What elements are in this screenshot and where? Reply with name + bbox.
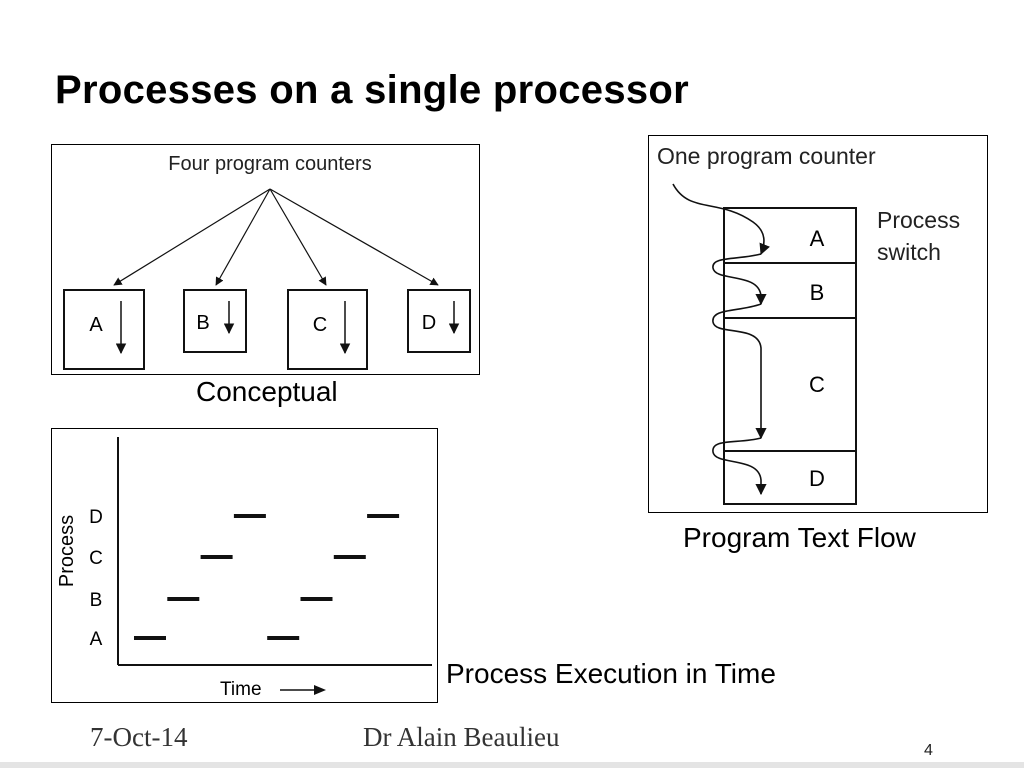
process-label: C	[313, 314, 327, 336]
pc-arrow-d	[269, 188, 439, 286]
y-tick-label-b: B	[90, 590, 103, 611]
process-switch-label: switch	[877, 239, 941, 265]
conceptual-caption: Conceptual	[196, 376, 338, 407]
program-text-flow-diagram: One program counter Process switch A B C…	[648, 135, 988, 513]
process-switch-label: Process	[877, 207, 960, 233]
execution-bars	[134, 514, 400, 640]
conceptual-svg: Four program counters A B C D	[63, 153, 471, 370]
flow-arrow-b	[712, 253, 767, 306]
process-label: A	[89, 314, 103, 336]
pc-arrow-a	[113, 188, 271, 286]
program-counters-header: Four program counters	[168, 153, 371, 175]
program-text-flow-caption: Program Text Flow	[683, 522, 916, 553]
process-label: D	[422, 312, 436, 334]
segment-label-c: C	[809, 372, 825, 397]
flow-arrow-a	[672, 183, 770, 256]
slide-title: Processes on a single processor	[55, 68, 690, 112]
program-flow-svg: One program counter Process switch A B C…	[657, 143, 960, 505]
segment-label-d: D	[809, 466, 825, 491]
pc-arrow-c	[269, 188, 327, 286]
y-tick-label-d: D	[89, 507, 103, 528]
flow-arrow-d	[712, 437, 767, 496]
y-axis-label: Process	[56, 515, 78, 587]
process-label: B	[196, 312, 209, 334]
segment-label-a: A	[810, 226, 825, 251]
page-number: 4	[924, 742, 933, 759]
y-tick-label-a: A	[90, 629, 103, 650]
program-counter-header: One program counter	[657, 143, 876, 169]
y-tick-label-c: C	[89, 548, 103, 569]
process-box-c: C	[287, 289, 368, 370]
footer-band	[0, 762, 1024, 768]
footer-date: 7-Oct-14	[90, 722, 188, 752]
program-counter-path	[672, 183, 770, 496]
program-text-blocks: A B C D	[723, 207, 857, 505]
flow-arrow-c	[712, 303, 767, 440]
process-box-b: B	[183, 289, 247, 353]
execution-chart-caption: Process Execution in Time	[446, 658, 776, 689]
time-arrow-icon	[280, 685, 326, 695]
pc-arrow-b	[215, 188, 271, 286]
process-box-a: A	[63, 289, 145, 370]
process-box-d: D	[407, 289, 471, 353]
x-axis-label: Time	[220, 679, 262, 700]
footer-author: Dr Alain Beaulieu	[363, 722, 560, 752]
conceptual-diagram: Four program counters A B C D	[51, 144, 480, 375]
segment-label-b: B	[810, 280, 825, 305]
